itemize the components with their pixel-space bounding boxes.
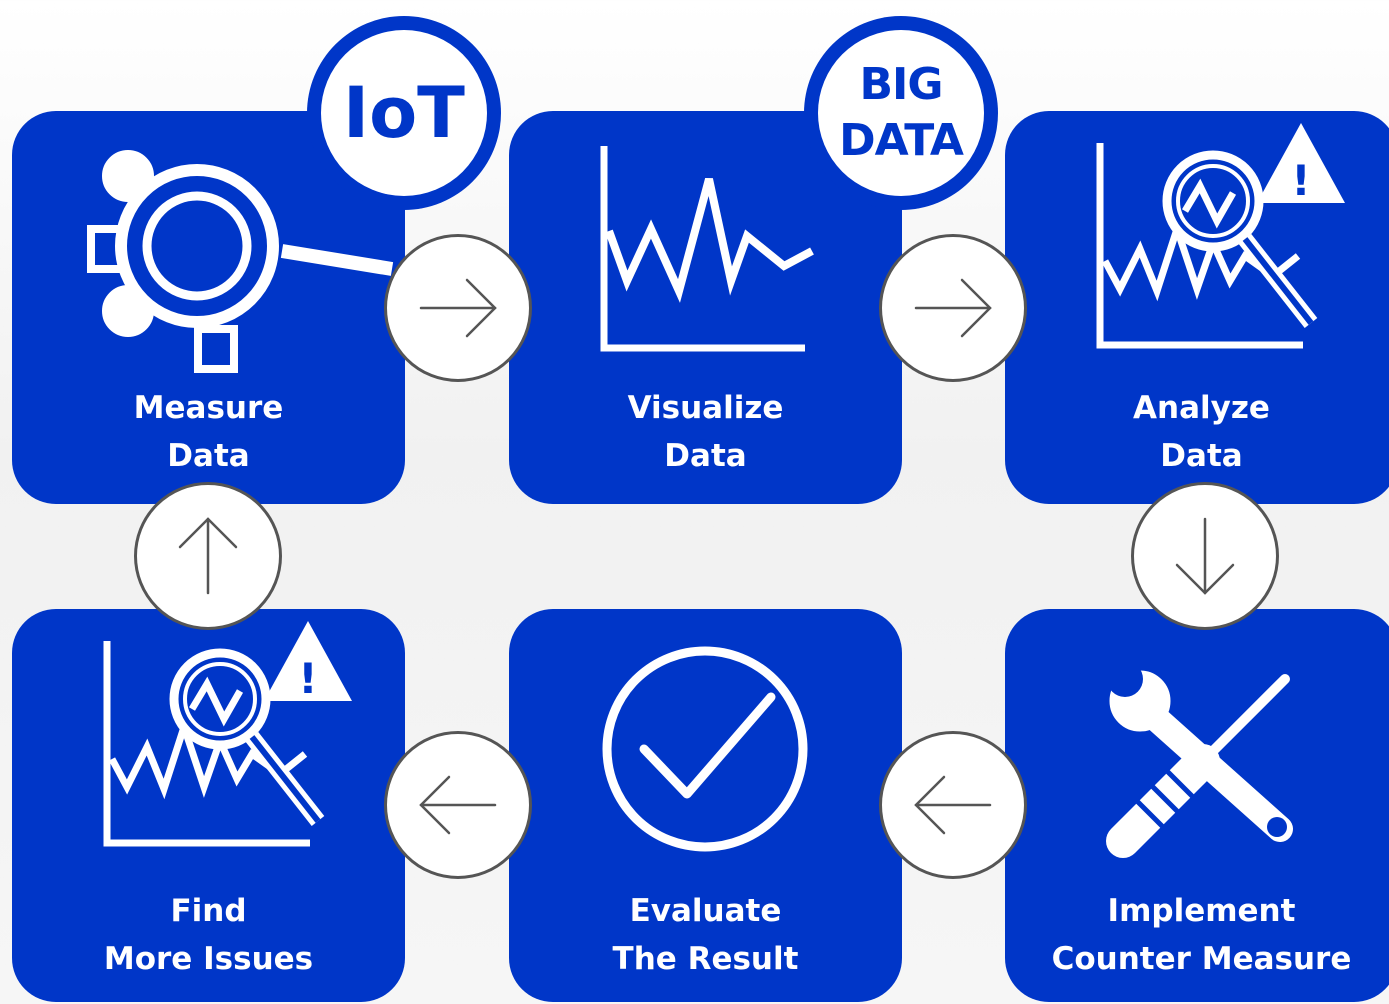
arrow-implement-to-evaluate <box>879 731 1027 879</box>
left-arrow-icon <box>914 775 992 835</box>
step-label-line2: Data <box>664 438 747 474</box>
step-label-line1: Analyze <box>1133 390 1270 426</box>
right-arrow-icon <box>914 278 992 338</box>
arrow-measure-to-visualize <box>384 234 532 382</box>
step-label: Measure Data <box>12 384 405 480</box>
arrow-evaluate-to-find <box>384 731 532 879</box>
iot-badge-text: IoT <box>343 72 465 154</box>
step-label-line1: Find <box>170 893 247 929</box>
step-label-line2: Data <box>167 438 250 474</box>
chart-magnifier-warning-icon: ! <box>103 621 352 847</box>
step-label-line2: The Result <box>612 941 799 977</box>
step-label-line1: Measure <box>133 390 284 426</box>
step-analyze-data: ! Analyze Data <box>1005 111 1389 504</box>
arrow-analyze-to-implement <box>1131 482 1279 630</box>
line-chart-icon <box>600 146 814 352</box>
arrow-visualize-to-analyze <box>879 234 1027 382</box>
step-label-line2: Data <box>1160 438 1243 474</box>
svg-text:!: ! <box>1291 156 1310 205</box>
step-label: Visualize Data <box>509 384 902 480</box>
svg-text:!: ! <box>298 654 317 703</box>
step-label-line1: Evaluate <box>629 893 782 929</box>
step-label-line2: Counter Measure <box>1051 941 1352 977</box>
check-circle-icon <box>602 646 808 852</box>
step-label: Implement Counter Measure <box>1005 887 1389 983</box>
step-label-line1: Visualize <box>627 390 784 426</box>
down-arrow-icon <box>1175 517 1235 595</box>
step-label: Analyze Data <box>1005 384 1389 480</box>
right-arrow-icon <box>419 278 497 338</box>
iot-badge: IoT <box>307 16 501 210</box>
wrench-screwdriver-icon <box>1106 661 1293 858</box>
chart-magnifier-warning-icon: ! <box>1096 123 1345 349</box>
arrow-find-to-measure <box>134 482 282 630</box>
big-data-badge: BIG DATA <box>804 16 998 210</box>
step-label: Evaluate The Result <box>509 887 902 983</box>
step-label-line1: Implement <box>1107 893 1296 929</box>
left-arrow-icon <box>419 775 497 835</box>
step-find-more-issues: ! Find More Issues <box>12 609 405 1002</box>
big-data-line1: BIG <box>859 59 943 110</box>
big-data-line2: DATA <box>839 115 964 166</box>
step-label: Find More Issues <box>12 887 405 983</box>
step-label-line2: More Issues <box>103 941 314 977</box>
big-data-badge-text: BIG DATA <box>818 30 984 196</box>
iot-sensor-icon <box>87 150 394 373</box>
step-evaluate-the-result: Evaluate The Result <box>509 609 902 1002</box>
step-implement-counter-measure: Implement Counter Measure <box>1005 609 1389 1002</box>
up-arrow-icon <box>178 517 238 595</box>
